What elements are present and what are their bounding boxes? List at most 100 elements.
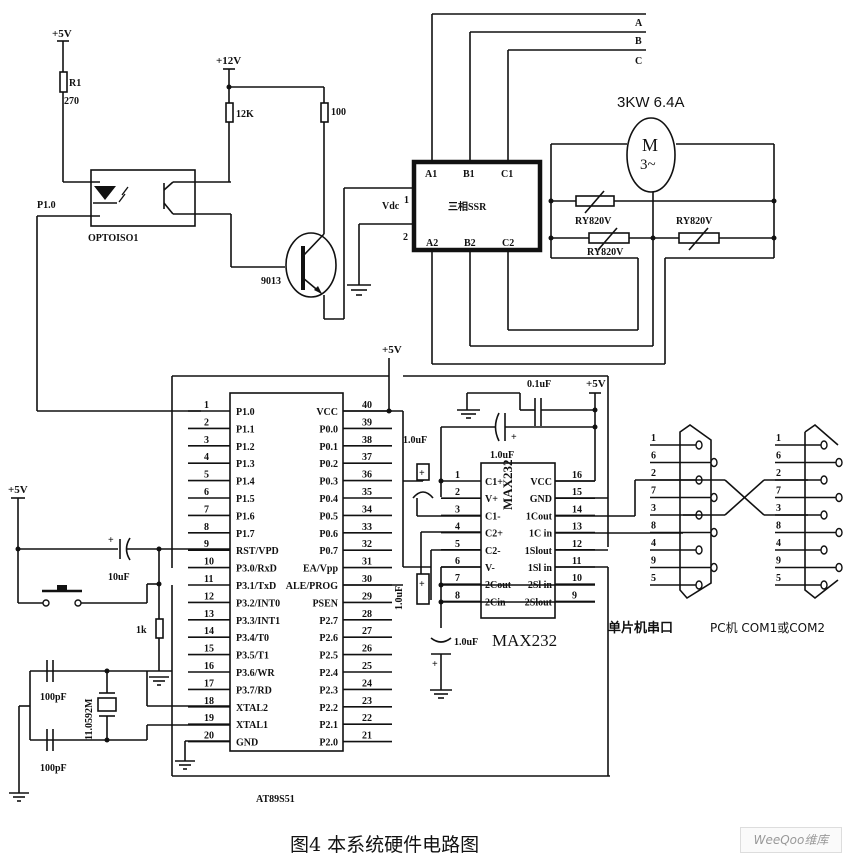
mcu-pin-number: 39 <box>362 417 372 428</box>
db9-pc-shell <box>804 423 839 600</box>
mcu-pin-number: 24 <box>362 678 372 689</box>
r1-ref: R1 <box>69 78 81 89</box>
reset-cap-value: 10uF <box>108 572 130 583</box>
mcu-pin-number: 10 <box>204 557 214 568</box>
db9-pc-pin-number: 7 <box>776 486 781 497</box>
mcu-pin-label: P0.4 <box>319 494 338 505</box>
mcu-pin-label: P3.7/RD <box>236 685 272 696</box>
max232-pin-number: 12 <box>572 539 582 550</box>
db9-pc-pin-number: 5 <box>776 573 781 584</box>
ssr-section: 三相SSR Vdc 1 2 A1 B1 C1 A2 B2 C2 A B C <box>382 13 774 365</box>
mcu-pin-number: 13 <box>204 609 214 620</box>
mcu-pin-label: P1.7 <box>236 529 255 540</box>
mcu-pin-label: P1.6 <box>236 511 255 522</box>
db9-mcu-pin-4 <box>695 545 703 555</box>
motor-rating: 3KW 6.4A <box>617 94 685 111</box>
phase-b-label: B <box>635 36 642 47</box>
max232-pin-label: V- <box>485 563 495 574</box>
max232-pin-number: 13 <box>572 522 582 533</box>
opto-name: OPTOISO1 <box>88 233 138 244</box>
mcu-pin-label: P3.2/INT0 <box>236 598 280 609</box>
mcu-pin-label: P1.4 <box>236 477 255 488</box>
db9-mcu-pin-number: 3 <box>651 503 656 514</box>
db9-pc-pin-number: 8 <box>776 521 781 532</box>
ssr-pin-2: 2 <box>403 232 408 243</box>
db9-mcu-pin-7 <box>710 492 718 503</box>
mcu-left-pins: 1P1.02P1.13P1.24P1.35P1.46P1.57P1.68P1.7… <box>188 400 280 749</box>
max232-pin-number: 7 <box>455 573 460 584</box>
mcu-pin-number: 19 <box>204 713 214 724</box>
max232-pin-number: 10 <box>572 573 582 584</box>
db9-mcu-pin-number: 9 <box>651 556 656 567</box>
mcu-pin-number: 2 <box>204 417 209 428</box>
mcu-pin-number: 7 <box>204 504 209 515</box>
cap-plus: + <box>419 468 425 479</box>
crystal-freq: 11.0592M <box>84 698 95 740</box>
mcu-pin-number: 8 <box>204 522 209 533</box>
mcu-pin-label: VCC <box>316 407 338 418</box>
ssr-terminal-b1: B1 <box>463 169 475 180</box>
motor-m: M <box>642 135 658 155</box>
db9-pc-pin-number: 3 <box>776 503 781 514</box>
db9-mcu-pin-number: 5 <box>651 573 656 584</box>
mcu-pin-number: 16 <box>204 661 214 672</box>
mcu-pin-label: P1.5 <box>236 494 255 505</box>
crystal-cap-top-value: 100pF <box>40 692 67 703</box>
mcu-pin-label: P3.6/WR <box>236 668 275 679</box>
max232-vcc-label: +5V <box>586 378 606 390</box>
max232-pin-number: 1 <box>455 470 460 481</box>
mcu-pin-number: 30 <box>362 574 372 585</box>
db9-mcu-pin-number: 4 <box>651 538 656 549</box>
max232-pin-label: 1C in <box>529 529 553 540</box>
mcu-pin-number: 4 <box>204 452 209 463</box>
mcu-pin-label: P0.2 <box>319 459 338 470</box>
mcu-pin-number: 14 <box>204 626 214 637</box>
db9-mcu-pin-5 <box>695 580 703 590</box>
mcu-pin-number: 23 <box>362 696 372 707</box>
ssr-control-label: Vdc <box>382 201 400 212</box>
mcu-pin-label: P2.7 <box>319 616 338 627</box>
mcu-pin-number: 9 <box>204 539 209 550</box>
mcu-pin-label: GND <box>236 738 258 749</box>
max232-pin-label: C2+ <box>485 529 503 540</box>
mcu-pin-label: P1.3 <box>236 459 255 470</box>
mcu-pin-number: 12 <box>204 591 214 602</box>
ssr-terminal-a1: A1 <box>425 169 437 180</box>
mcu-pin-number: 21 <box>362 731 372 742</box>
mcu-pin-number: 38 <box>362 435 372 446</box>
mcu-pin-label: P3.3/INT1 <box>236 616 280 627</box>
pc-port-label: PC机 COM1或COM2 <box>710 621 825 635</box>
mcu-pin-label: P3.5/T1 <box>236 651 269 662</box>
optocoupler-section: +5V R1 270 OPTOISO1 P1.0 +12V 12K <box>36 28 414 412</box>
ssr-terminal-b2: B2 <box>464 238 476 249</box>
db9-mcu-pin-number: 7 <box>651 486 656 497</box>
mcu-pin-label: P0.6 <box>319 529 338 540</box>
ssr-terminal-c2: C2 <box>502 238 514 249</box>
db9-mcu-pin-number: 1 <box>651 433 656 444</box>
cap-plus: + <box>419 579 425 590</box>
max232-pin-number: 5 <box>455 539 460 550</box>
mcu-vcc-label: +5V <box>382 344 402 356</box>
db9-pc-pin-1 <box>820 440 828 450</box>
mcu-section: +5V 1P1.02P1.13P1.24P1.35P1.46P1.57P1.68… <box>171 344 610 805</box>
mcu-pin-number: 1 <box>204 400 209 411</box>
max232-pin-number: 14 <box>572 504 582 515</box>
mcu-pin-number: 35 <box>362 487 372 498</box>
mcu-pin-label: XTAL2 <box>236 703 268 714</box>
mcu-pin-number: 6 <box>204 487 209 498</box>
mcu-pin-label: P2.5 <box>319 651 338 662</box>
cap-plus: + <box>432 659 438 670</box>
max232-cap-mid-value: 1.0uF <box>394 586 405 610</box>
mcu-pin-number: 22 <box>362 713 372 724</box>
three-phase-ssr <box>411 159 543 253</box>
db9-pc-pin-2 <box>820 475 828 485</box>
max232-bypass-cap-value: 0.1uF <box>527 379 551 390</box>
mcu-pin-number: 15 <box>204 644 214 655</box>
reset-button[interactable] <box>42 599 50 607</box>
max232-cap-left-value: 1.0uF <box>403 435 427 446</box>
mcu-pin-label: P1.0 <box>236 407 255 418</box>
max232-pin-label: 2Cin <box>485 597 506 608</box>
cap-plus: + <box>108 535 114 546</box>
